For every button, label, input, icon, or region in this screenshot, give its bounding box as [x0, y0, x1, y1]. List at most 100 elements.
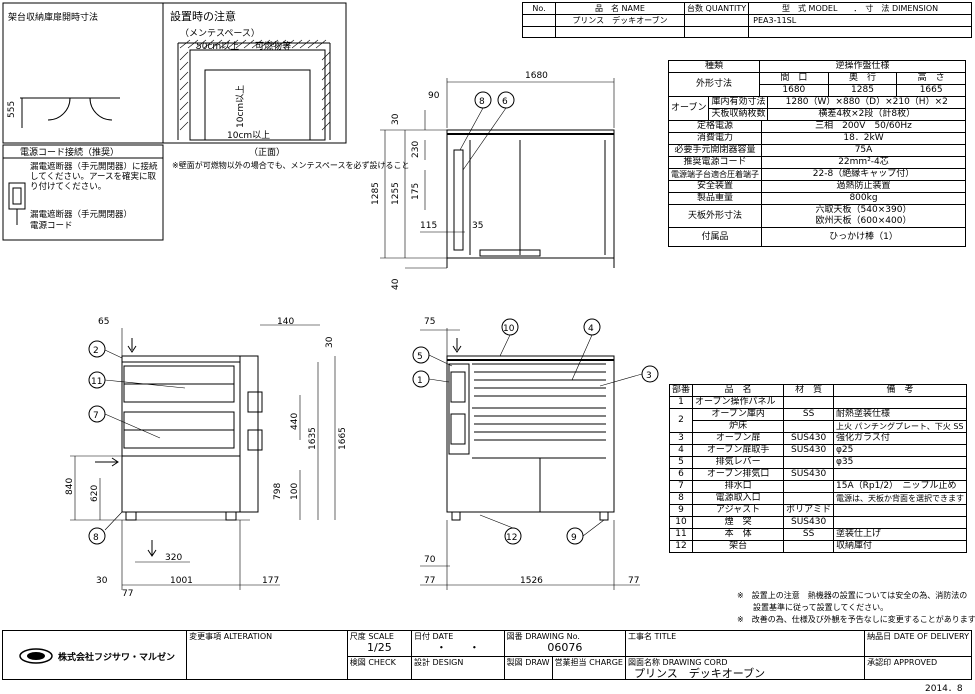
callout-11: 11 — [88, 371, 106, 389]
dim-1255: 1255 — [391, 182, 401, 205]
svg-text:10: 10 — [503, 324, 515, 334]
svg-text:6: 6 — [502, 97, 508, 107]
svg-text:3: 3 — [646, 371, 652, 381]
dim-440: 440 — [290, 413, 300, 430]
dim-77b: 77 — [424, 576, 435, 586]
callout-8-top: 8 — [474, 91, 492, 109]
svg-text:11: 11 — [91, 377, 102, 387]
dim-1285: 1285 — [371, 182, 381, 205]
leaders-left — [104, 349, 186, 531]
dim-77c: 77 — [628, 576, 639, 586]
arrow-top-left — [127, 338, 137, 353]
callout-5: 5 — [412, 346, 430, 364]
install-hatch — [179, 39, 331, 131]
dim-100: 100 — [290, 483, 300, 500]
svg-text:2: 2 — [93, 346, 99, 356]
dim-65: 65 — [98, 317, 109, 327]
dim-35: 35 — [472, 221, 483, 231]
cord-label: 電源コード — [30, 221, 73, 231]
dim-230: 230 — [411, 141, 421, 158]
svg-text:1: 1 — [417, 376, 423, 386]
callout-9: 9 — [566, 527, 584, 545]
storage-dim: 555 — [7, 101, 17, 118]
dim-90: 90 — [428, 91, 440, 101]
dim-798: 798 — [273, 483, 283, 500]
svg-text:12: 12 — [506, 533, 517, 543]
dim-1680: 1680 — [525, 71, 548, 81]
arrow-drain — [95, 457, 119, 467]
callout-8: 8 — [88, 527, 106, 545]
storage-title: 架台収納庫扉開時寸法 — [8, 11, 98, 23]
dim-30a: 30 — [391, 113, 401, 125]
svg-text:9: 9 — [571, 533, 577, 543]
callout-10: 10 — [501, 318, 519, 336]
callout-12: 12 — [504, 527, 522, 545]
breaker-text: 漏電遮断器（手元開閉器）に接続してください。アースを確実に取り付けてください。 — [30, 162, 158, 192]
dim-75: 75 — [424, 317, 435, 327]
leaders-front — [428, 334, 643, 537]
install-title: 設置時の注意 — [170, 9, 236, 23]
dim-320: 320 — [165, 553, 182, 563]
power-title: 電源コード接続（推奨） — [20, 146, 119, 158]
callout-7: 7 — [88, 405, 106, 423]
dim-177: 177 — [262, 576, 279, 586]
svg-text:5: 5 — [417, 352, 423, 362]
arrow-bottom-left — [147, 540, 157, 557]
dim-1001: 1001 — [170, 576, 193, 586]
dim-140: 140 — [277, 317, 294, 327]
dim-30b: 30 — [325, 336, 335, 348]
breaker-label: 漏電遮断器（手元開閉器） — [30, 209, 132, 220]
footnote-1b: 設置基準に従って設置してください。 — [737, 602, 888, 612]
leader-8-top — [459, 107, 484, 151]
install-box — [162, 2, 347, 144]
arrow-top-front — [452, 338, 462, 353]
dim-1526: 1526 — [520, 576, 543, 586]
dim-840: 840 — [65, 478, 75, 495]
callout-3: 3 — [641, 365, 659, 383]
svg-text:4: 4 — [588, 324, 594, 334]
maintenance-label: （メンテスペース） — [180, 28, 260, 39]
dim-115: 115 — [420, 221, 437, 231]
leader-6-top — [462, 107, 507, 171]
dim-1665: 1665 — [338, 427, 348, 450]
dim-1635: 1635 — [308, 427, 318, 450]
side-elevation — [121, 355, 263, 521]
wall-note: ※壁面が可燃物以外の場合でも、メンテスペースを必ず設けること — [172, 160, 410, 170]
footnote-1a: ※ 設置上の注意 熱機器の設置については安全の為、消防法の — [737, 590, 967, 600]
title-block-top: No. 品 名 NAME 台数 QUANTITY 型 式 MODEL ． 寸 法… — [522, 2, 972, 38]
dim-40: 40 — [391, 278, 401, 290]
front-elevation — [446, 355, 615, 521]
dim-10b: 10cm以上 — [227, 130, 270, 141]
callout-6-top: 6 — [497, 91, 515, 109]
issue-date: 2014．8 — [925, 684, 963, 694]
svg-text:8: 8 — [479, 97, 485, 107]
dim-70: 70 — [424, 555, 436, 565]
callout-4: 4 — [583, 318, 601, 336]
maint-50: 50cm以上 — [196, 41, 239, 52]
svg-text:8: 8 — [93, 533, 99, 543]
dim-175: 175 — [411, 183, 421, 200]
dim-10a: 10cm以上 — [235, 85, 246, 128]
side-elevation-dims — [70, 324, 336, 590]
side-view-dims — [380, 78, 615, 269]
parts-row-2b: 炉床上火 パンチングプレート、下火 SS — [670, 420, 967, 433]
front-elevation-dims — [420, 328, 640, 590]
storage-door-box — [2, 2, 164, 144]
power-box — [2, 144, 164, 241]
